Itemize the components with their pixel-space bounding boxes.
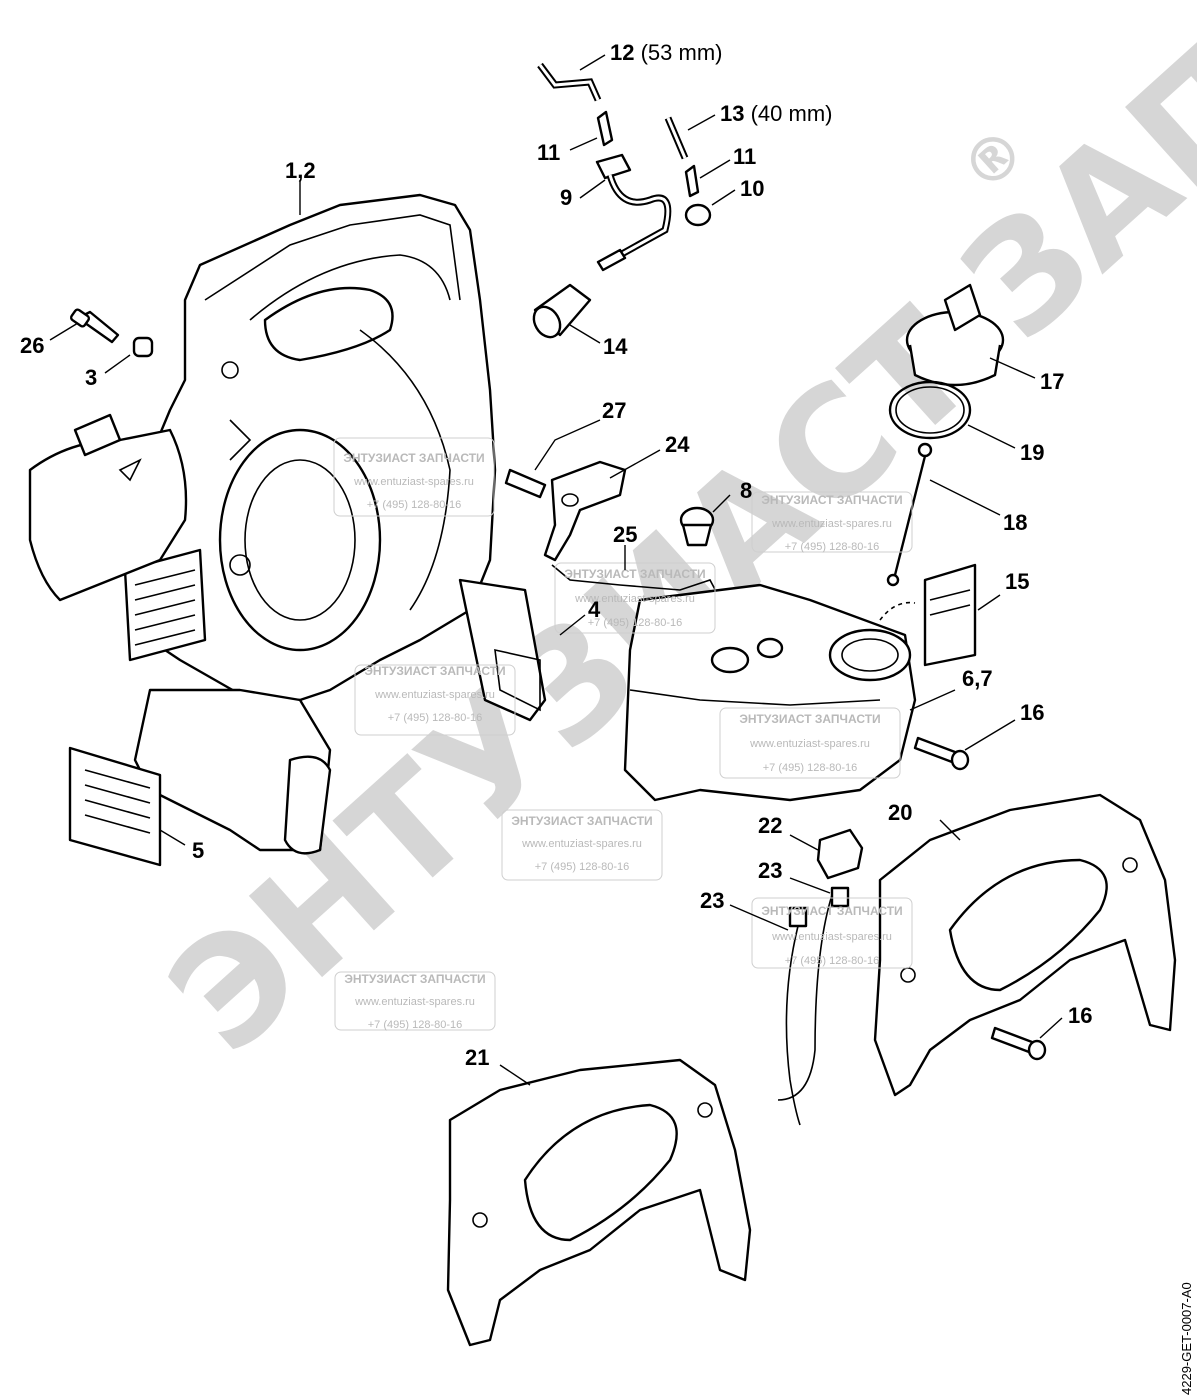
watermark-stamp: ЭНТУЗИАСТ ЗАПЧАСТИ www.entuziast-spares.… [751, 491, 913, 553]
svg-text:www.entuziast-spares.ru: www.entuziast-spares.ru [521, 838, 642, 850]
callout-12: 12 (53 mm) [610, 40, 723, 65]
svg-text:+7 (495) 128-80-16: +7 (495) 128-80-16 [588, 617, 682, 629]
part-hose-13 [664, 116, 689, 160]
svg-text:ЭНТУЗИАСТ ЗАПЧАСТИ: ЭНТУЗИАСТ ЗАПЧАСТИ [564, 567, 705, 581]
stamp-brand: ЭНТУЗИАСТ ЗАПЧАСТИ [343, 451, 484, 465]
callout-4: 4 [588, 597, 601, 622]
part-nut-3 [132, 336, 154, 358]
svg-text:ЭНТУЗИАСТ ЗАПЧАСТИ: ЭНТУЗИАСТ ЗАПЧАСТИ [364, 664, 505, 678]
callout-1-2: 1,2 [285, 158, 316, 183]
part-fitting-11a [596, 110, 614, 147]
watermark-stamp: ЭНТУЗИАСТ ЗАПЧАСТИ www.entuziast-spares.… [333, 437, 495, 517]
callout-27: 27 [602, 398, 626, 423]
part-label-5 [68, 746, 162, 867]
part-handle-half-21 [446, 1058, 752, 1347]
part-retainer-18 [886, 442, 933, 587]
part-switch-22 [816, 828, 864, 880]
callout-11b: 11 [733, 144, 756, 169]
part-screw-16a [913, 736, 970, 771]
svg-text:+7 (495) 128-80-16: +7 (495) 128-80-16 [763, 762, 857, 774]
callout-19: 19 [1020, 440, 1044, 465]
svg-text:+7 (495) 128-80-16: +7 (495) 128-80-16 [785, 541, 879, 553]
part-filter-14 [532, 283, 592, 339]
part-clip-4 [458, 578, 547, 722]
svg-text:ЭНТУЗИАСТ ЗАПЧАСТИ: ЭНТУЗИАСТ ЗАПЧАСТИ [344, 972, 485, 986]
callout-18: 18 [1003, 510, 1027, 535]
part-handle-half-20 [873, 793, 1177, 1097]
callout-16b: 16 [1068, 1003, 1092, 1028]
svg-text:+7 (495) 128-80-16: +7 (495) 128-80-16 [368, 1019, 462, 1031]
svg-text:ЭНТУЗИАСТ ЗАПЧАСТИ: ЭНТУЗИАСТ ЗАПЧАСТИ [761, 904, 902, 918]
part-wire-23b [777, 886, 850, 1101]
watermark-stamp: ЭНТУЗИАСТ ЗАПЧАСТИ www.entuziast-spares.… [334, 971, 496, 1031]
svg-text:+7 (495) 128-80-16: +7 (495) 128-80-16 [388, 712, 482, 724]
callout-20: 20 [888, 800, 912, 825]
part-fuel-tank [623, 583, 917, 802]
callout-23b: 23 [758, 858, 782, 883]
svg-text:ЭНТУЗИАСТ ЗАПЧАСТИ: ЭНТУЗИАСТ ЗАПЧАСТИ [511, 814, 652, 828]
watermark-stamp: ЭНТУЗИАСТ ЗАПЧАСТИ www.entuziast-spares.… [719, 707, 901, 779]
callout-13: 13 (40 mm) [720, 101, 833, 126]
svg-text:www.entuziast-spares.ru: www.entuziast-spares.ru [354, 996, 475, 1008]
stamp-url: www.entuziast-spares.ru [353, 476, 474, 488]
stamp-phone: +7 (495) 128-80-16 [367, 499, 461, 511]
callout-21: 21 [465, 1045, 489, 1070]
callout-22: 22 [758, 813, 782, 838]
part-fitting-11b [684, 164, 700, 198]
watermark-stamp: ЭНТУЗИАСТ ЗАПЧАСТИ www.entuziast-spares.… [354, 664, 516, 736]
part-valve-8 [679, 506, 715, 547]
callout-10: 10 [740, 176, 764, 201]
document-code: 4229-GET-0007-A0 [1179, 1282, 1194, 1395]
callout-15: 15 [1005, 569, 1029, 594]
callout-26: 26 [20, 333, 44, 358]
part-hose-12 [537, 62, 602, 102]
callout-11a: 11 [537, 140, 560, 165]
callout-25: 25 [613, 522, 637, 547]
part-o-ring-19 [888, 380, 972, 440]
callout-labels: 1,2 3 4 5 6,7 8 9 10 11 11 12 (53 mm) 13… [20, 40, 1092, 1070]
svg-text:www.entuziast-spares.ru: www.entuziast-spares.ru [574, 593, 695, 605]
part-fuel-cap-17 [905, 283, 1005, 387]
part-blower-housing [28, 193, 497, 855]
callout-23a: 23 [700, 888, 724, 913]
svg-text:www.entuziast-spares.ru: www.entuziast-spares.ru [374, 689, 495, 701]
part-pin-27 [504, 468, 547, 499]
svg-text:+7 (495) 128-80-16: +7 (495) 128-80-16 [785, 955, 879, 967]
watermark-stamp: ЭНТУЗИАСТ ЗАПЧАСТИ www.entuziast-spares.… [751, 897, 913, 969]
part-grommet-10 [684, 203, 712, 227]
callout-17: 17 [1040, 369, 1064, 394]
part-screw-26 [69, 308, 120, 344]
watermark-stamp: ЭНТУЗИАСТ ЗАПЧАСТИ www.entuziast-spares.… [554, 562, 716, 634]
watermark-stamp: ЭНТУЗИАСТ ЗАПЧАСТИ www.entuziast-spares.… [501, 809, 663, 881]
svg-text:www.entuziast-spares.ru: www.entuziast-spares.ru [771, 931, 892, 943]
part-fuel-line-9 [595, 153, 672, 272]
svg-text:www.entuziast-spares.ru: www.entuziast-spares.ru [771, 518, 892, 530]
callout-6-7: 6,7 [962, 666, 993, 691]
callout-24: 24 [665, 432, 690, 457]
callout-8: 8 [740, 478, 752, 503]
callout-3: 3 [85, 365, 97, 390]
part-rod-25 [551, 564, 719, 596]
svg-text:www.entuziast-spares.ru: www.entuziast-spares.ru [749, 738, 870, 750]
callout-16a: 16 [1020, 700, 1044, 725]
callout-14: 14 [603, 334, 628, 359]
part-throttle-24 [543, 460, 627, 562]
svg-text:+7 (495) 128-80-16: +7 (495) 128-80-16 [535, 861, 629, 873]
callout-5: 5 [192, 838, 204, 863]
svg-text:ЭНТУЗИАСТ ЗАПЧАСТИ: ЭНТУЗИАСТ ЗАПЧАСТИ [739, 712, 880, 726]
part-wire-23a [785, 906, 808, 1126]
part-screw-16b [990, 1026, 1047, 1061]
part-warning-label-15 [879, 563, 977, 667]
leader-lines [49, 54, 1063, 1086]
svg-text:ЭНТУЗИАСТ ЗАПЧАСТИ: ЭНТУЗИАСТ ЗАПЧАСТИ [761, 493, 902, 507]
callout-9: 9 [560, 185, 572, 210]
